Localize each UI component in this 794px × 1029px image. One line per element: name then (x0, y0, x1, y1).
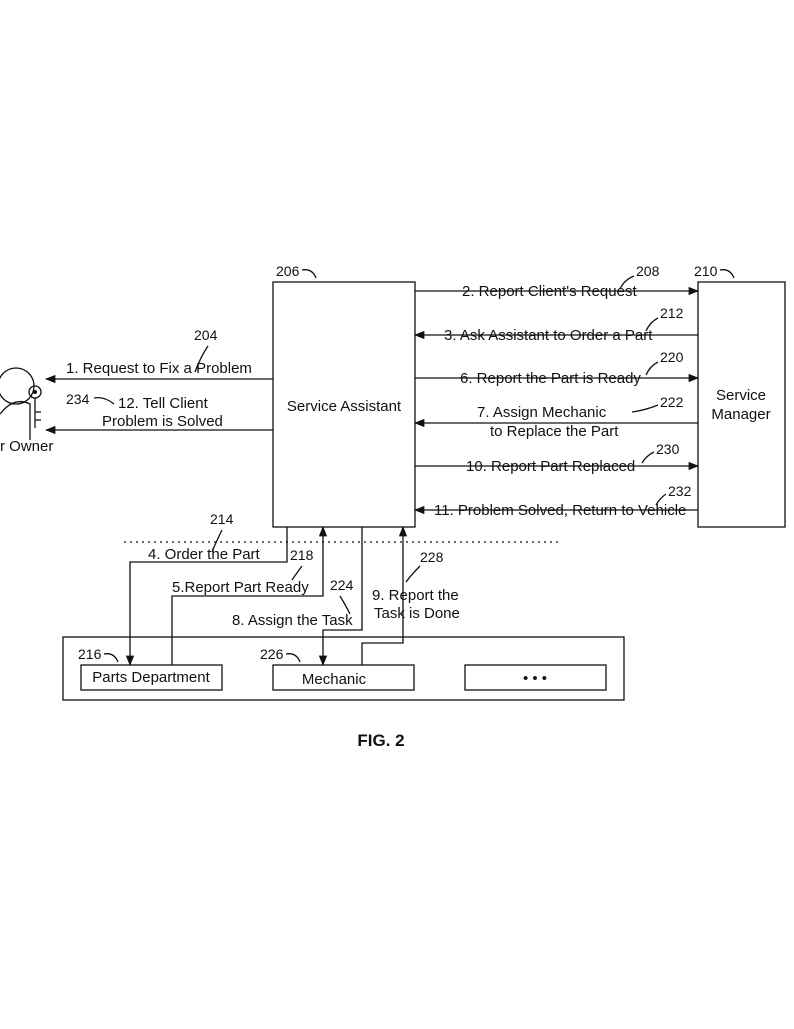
more-box (464, 664, 607, 691)
ref-206-leader (301, 269, 317, 279)
flow-9-label-1: 9. Report the (372, 587, 459, 604)
ref-232-leader (655, 493, 667, 506)
ref-208: 208 (636, 263, 660, 279)
ref-232: 232 (668, 483, 692, 499)
flow-2-label: 2. Report Client's Request (462, 283, 637, 300)
ref-226: 226 (260, 646, 284, 662)
arrow-8 (318, 527, 363, 667)
arrow-9 (361, 525, 408, 665)
ref-210: 210 (694, 263, 718, 279)
flow-9-label-2: Task is Done (374, 605, 460, 622)
ref-212: 212 (660, 305, 684, 321)
ref-222: 222 (660, 394, 684, 410)
service-manager-label-1: Service (716, 387, 766, 404)
service-assistant-box (272, 281, 416, 528)
owner-icon (0, 367, 42, 440)
ref-210-leader (719, 269, 735, 279)
ref-234: 234 (66, 391, 90, 407)
figure-caption: FIG. 2 (357, 731, 404, 750)
flow-7-label-2: to Replace the Part (490, 423, 619, 440)
ref-224-leader (339, 595, 351, 615)
flow-12-label-2: Problem is Solved (102, 413, 223, 430)
flow-10-label: 10. Report Part Replaced (466, 458, 635, 475)
ref-218-leader (291, 565, 303, 581)
ref-234-leader (93, 396, 115, 405)
service-assistant-label: Service Assistant (287, 398, 402, 415)
flow-3-label: 3. Ask Assistant to Order a Part (444, 327, 653, 344)
ref-204-leader (194, 345, 209, 373)
ref-218: 218 (290, 547, 314, 563)
ref-208-leader (619, 275, 635, 290)
ref-226-leader (285, 653, 301, 663)
arrow-4 (125, 527, 288, 667)
ref-228: 228 (420, 549, 444, 565)
parts-department-label: Parts Department (92, 669, 210, 686)
ref-212-leader (645, 317, 659, 332)
ref-224: 224 (330, 577, 354, 593)
flow-8-label: 8. Assign the Task (232, 612, 353, 629)
mechanic-box (272, 664, 415, 691)
ref-230: 230 (656, 441, 680, 457)
ref-216: 216 (78, 646, 102, 662)
mechanic-label: Mechanic (302, 671, 367, 688)
ref-206: 206 (276, 263, 300, 279)
ref-214: 214 (210, 511, 234, 527)
flow-6-label: 6. Report the Part is Ready (460, 370, 641, 387)
more-label: • • • (523, 670, 547, 687)
service-manager-label-2: Manager (711, 406, 770, 423)
parts-department-box (80, 664, 223, 691)
ref-216-leader (103, 653, 119, 663)
ref-222-leader (631, 404, 659, 413)
flow-4-label: 4. Order the Part (148, 546, 261, 563)
flow-11-label: 11. Problem Solved, Return to Vehicle (434, 502, 686, 519)
arrow-5 (171, 525, 328, 665)
flow-7-label-1: 7. Assign Mechanic (477, 404, 607, 421)
owner-label: r Owner (0, 438, 53, 455)
ref-204: 204 (194, 327, 218, 343)
flow-12-label-1: 12. Tell Client (118, 395, 209, 412)
flow-1-label: 1. Request to Fix a Problem (66, 360, 252, 377)
ref-220: 220 (660, 349, 684, 365)
ref-230-leader (641, 451, 655, 464)
flow-5-label: 5.Report Part Ready (172, 579, 309, 596)
ref-220-leader (645, 361, 659, 376)
ref-228-leader (405, 565, 421, 583)
ref-214-leader (211, 529, 223, 553)
service-manager-box (697, 281, 786, 528)
